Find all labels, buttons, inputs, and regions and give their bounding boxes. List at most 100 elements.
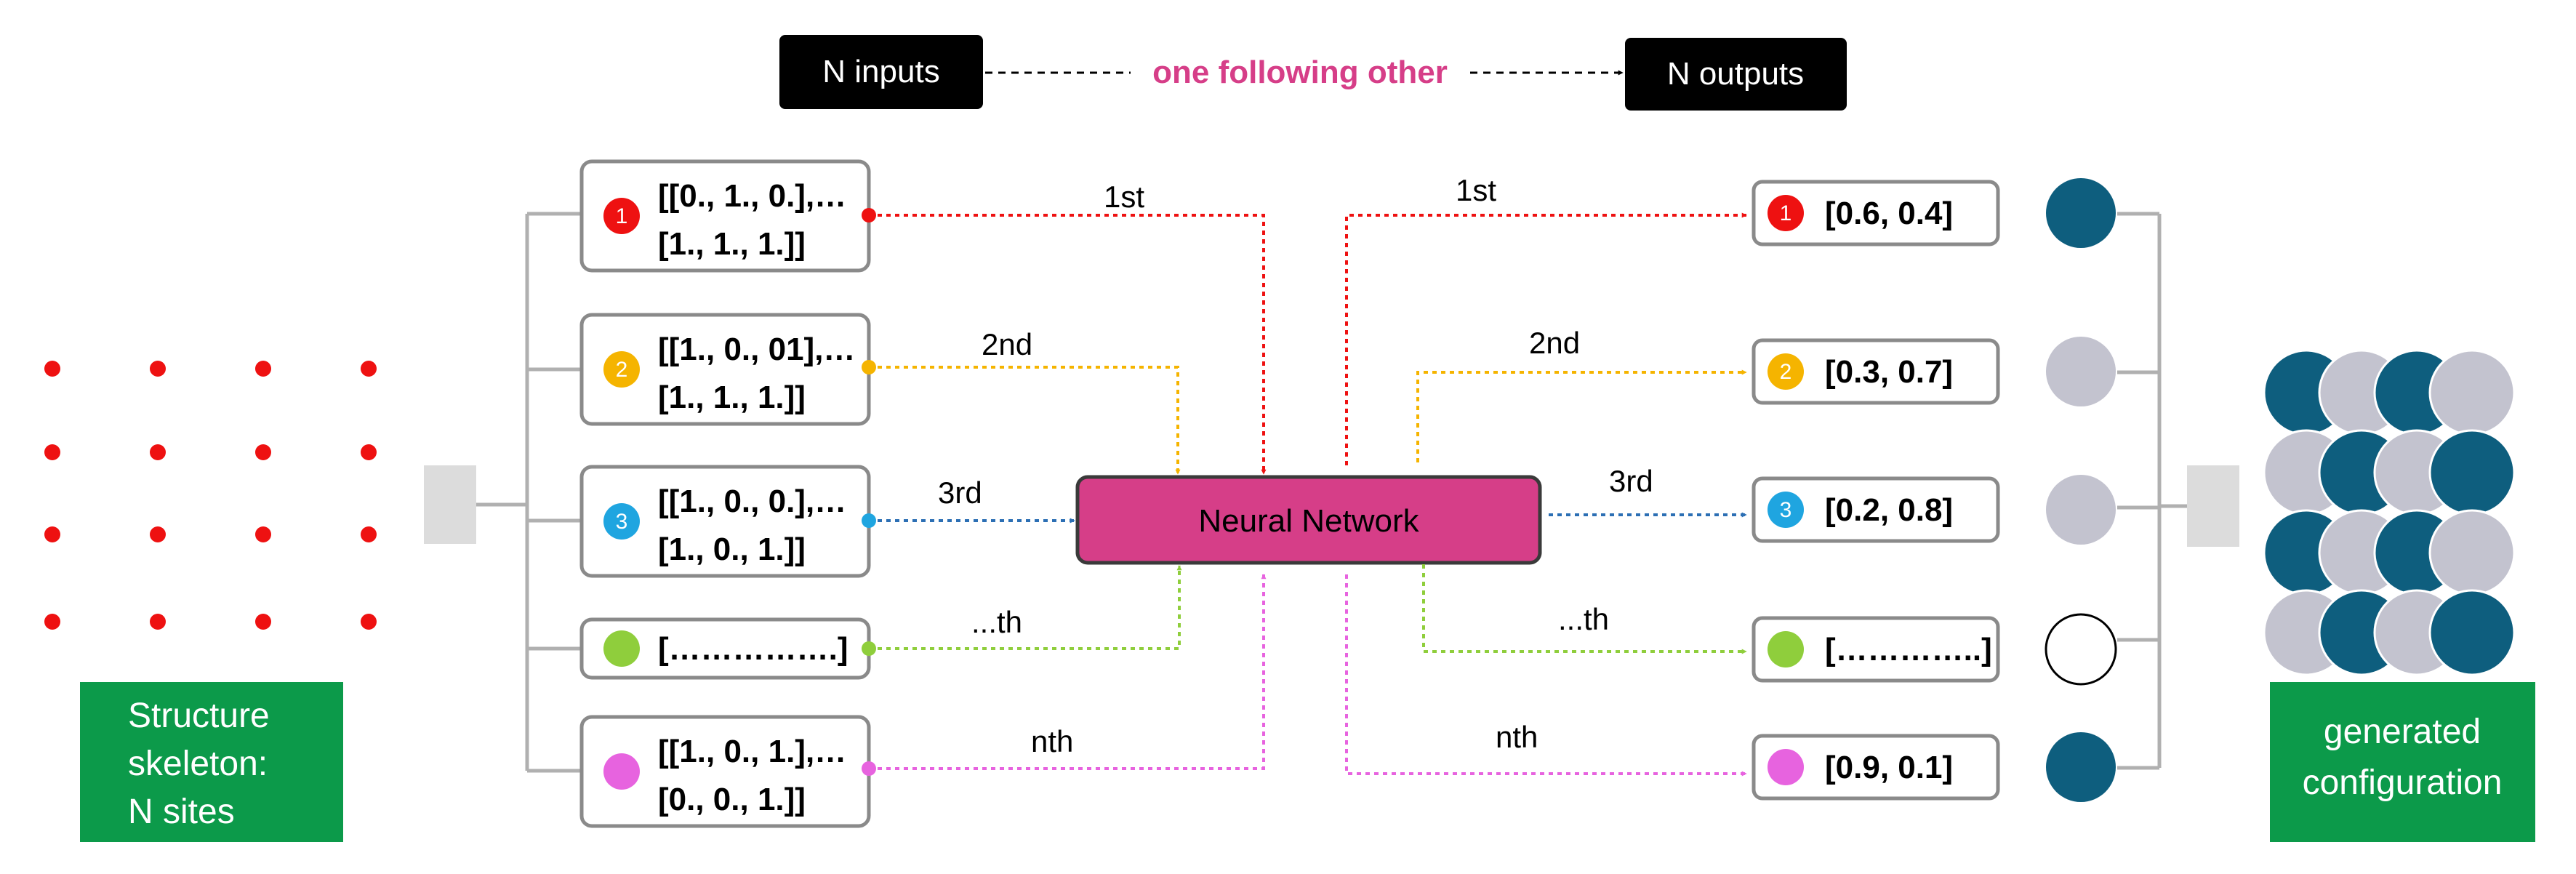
input-arrow-4 [869,565,1182,650]
output-boxes: 1[0.6, 0.4] 2 [0.3, 0.7] 3 [0.2, 0.8] […………..… [1752,178,2117,802]
output-marker-number: 3 [1780,498,1792,522]
input-value-line: [1., 0., 1.]] [658,532,806,567]
output-box-1: 1[0.6, 0.4] [1752,178,2116,248]
output-site-sphere [2046,178,2116,248]
configuration-sphere [2428,349,2516,436]
site-dot [150,614,166,630]
output-arrows [1345,212,1747,777]
input-marker [603,503,640,540]
input-order-label-1: 1st [1104,180,1144,214]
site-dot [150,361,166,377]
input-order-labels: 1st 2nd 3rd ...th nth [938,180,1144,758]
output-box-5: [0.9, 0.1] [1752,732,2116,802]
input-value-line: [[1., 0., 1.],… [658,734,846,769]
outputs-header-label: N outputs [1667,56,1804,92]
site-dot [361,526,377,542]
input-arrow-5 [869,574,1267,770]
input-marker-number: 1 [616,204,628,228]
output-marker-number: 2 [1780,360,1792,384]
output-order-label-1: 1st [1456,173,1496,207]
header: N inputs N outputs one following other [779,35,1847,111]
outputs-header-box [1625,38,1847,111]
output-order-label-4: ...th [1558,602,1609,636]
output-marker [1768,195,1804,231]
neural-network: Neural Network [1075,475,1542,565]
neural-network-label: Neural Network [1198,503,1419,539]
output-marker [1768,353,1804,390]
output-value: [0.2, 0.8] [1825,492,1953,528]
header-middle-label: one following other [1152,55,1448,90]
input-marker [603,351,640,388]
output-box-4: […………..] [1752,613,2117,686]
site-dot [150,526,166,542]
input-value-line: [1., 1., 1.]] [658,226,806,262]
input-box-5: [[1., 0., 1.],…[0., 0., 1.]] [579,715,871,828]
output-marker [1768,749,1804,785]
input-boxes: 1[[0., 1., 0.],…[1., 1., 1.]] 2 [[1., 0., … [579,159,871,828]
left-caption-line-2: skeleton: [128,745,268,783]
right-caption-line-2: configuration [2303,763,2503,802]
output-box-frame [1752,476,2000,543]
output-site-sphere [2046,337,2116,406]
site-dot [361,361,377,377]
output-value: [0.9, 0.1] [1825,750,1953,785]
input-arrow-dots [862,208,876,776]
generated-configuration-spheres [2263,349,2516,676]
site-dot [44,614,60,630]
output-marker [1768,492,1804,528]
input-value-line: […………….] [658,631,848,667]
input-box-2: 2 [[1., 0., 01],… [1., 1., 1.]] [579,313,871,426]
right-caption-line-1: generated [2324,713,2481,751]
input-value-line: [[1., 0., 0.],… [658,484,846,519]
left-caption-line-3: N sites [128,793,235,831]
inputs-header-box [779,35,983,109]
configuration-sphere [2428,509,2516,596]
site-dot [44,444,60,460]
output-site-sphere [2046,732,2116,802]
right-caption-box [2270,682,2535,842]
input-arrow-1 [869,214,1267,475]
inputs-header-label: N inputs [822,54,939,89]
left-bracket [424,212,582,773]
output-order-label-3: 3rd [1609,464,1653,498]
output-arrow-4 [1422,564,1747,654]
output-box-frame [1752,734,2000,801]
input-box-1: 1[[0., 1., 0.],…[1., 1., 1.]] [579,159,871,273]
site-dot [361,614,377,630]
input-marker-number: 2 [616,358,628,382]
output-box-3: 3 [0.2, 0.8] [1752,475,2116,545]
input-order-label-5: nth [1031,724,1073,758]
input-marker [603,753,640,790]
right-bracket [2117,212,2239,770]
output-box-frame [1752,616,2000,683]
input-marker [603,630,640,667]
left-bracket-block [424,465,476,544]
left-caption-line-1: Structure [128,697,270,735]
input-arrow-2 [869,366,1181,475]
input-marker [603,198,640,234]
input-marker-number: 3 [616,510,628,534]
output-site-sphere [2045,613,2117,686]
output-box-frame [1752,338,2000,405]
output-box-2: 2 [0.3, 0.7] [1752,337,2116,406]
output-marker-number: 1 [1780,201,1792,225]
site-dot [150,444,166,460]
right-caption: generated configuration [2270,682,2535,842]
input-order-label-2: 2nd [982,327,1032,361]
output-arrow-5 [1345,574,1747,777]
neural-network-box [1075,475,1542,565]
input-box-3: 3 [[1., 0., 0.],… [1., 0., 1.]] [579,465,871,578]
output-box-frame [1752,180,2000,246]
input-value-line: [[1., 0., 01],… [658,332,855,367]
configuration-sphere [2428,429,2516,516]
input-box-4: […………….] [579,617,871,680]
output-arrow-1 [1345,212,1747,465]
output-site-sphere [2046,475,2116,545]
site-dot [44,526,60,542]
input-value-line: [1., 1., 1.]] [658,380,806,415]
input-order-label-4: ...th [971,605,1022,639]
output-value: [0.3, 0.7] [1825,354,1953,390]
output-value: […………..] [1825,632,1992,667]
output-marker [1768,631,1804,667]
